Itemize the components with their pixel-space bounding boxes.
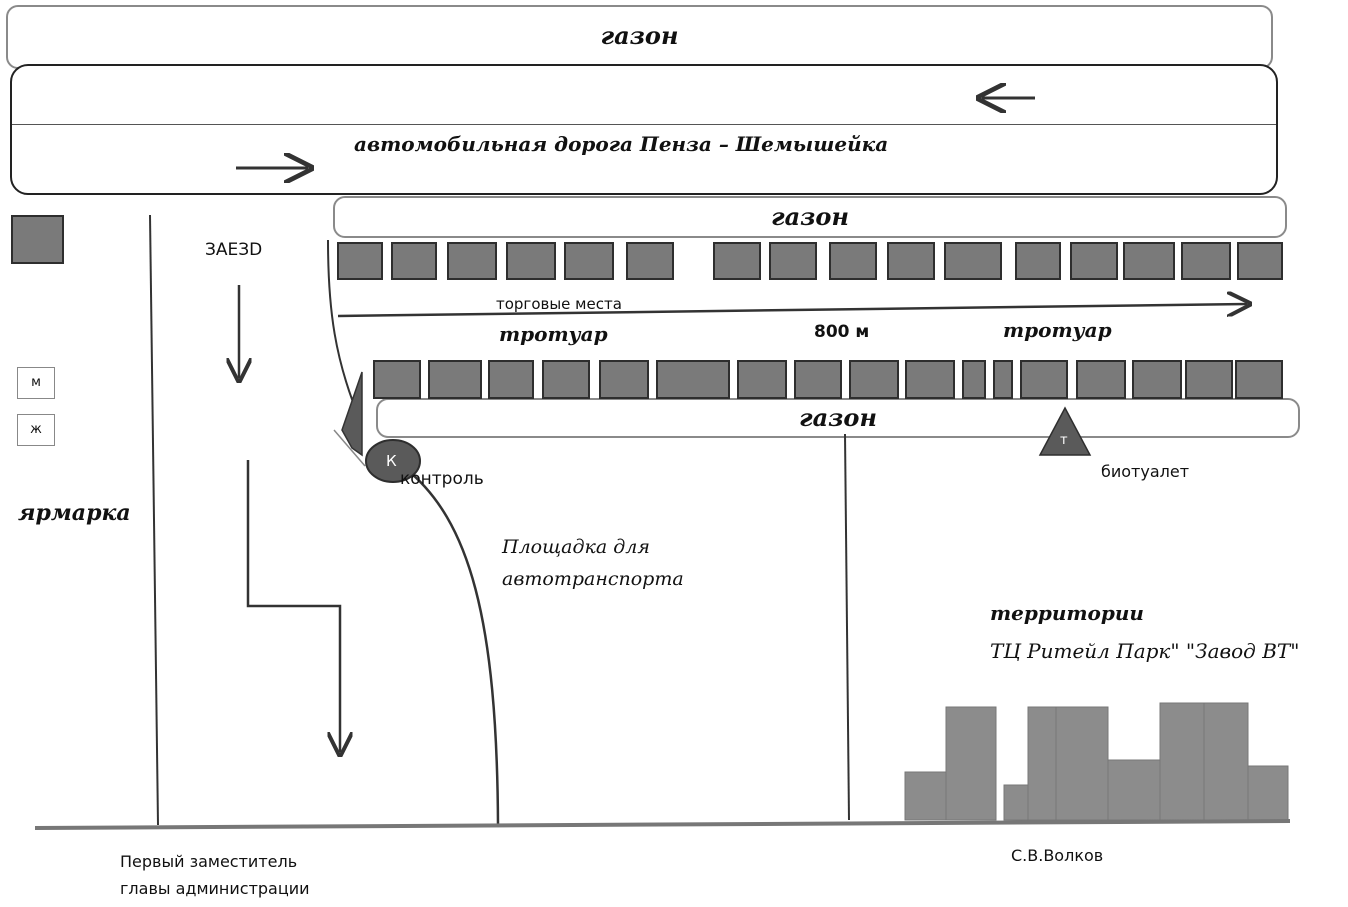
parking-label-line2: автотранспорта bbox=[502, 568, 684, 590]
stall-icon bbox=[488, 360, 534, 399]
entrance-label: ЗАЕЗD bbox=[205, 240, 263, 260]
fair-label: ярмарка bbox=[18, 500, 131, 526]
stall-icon bbox=[599, 360, 649, 399]
parking-curve-line bbox=[404, 467, 500, 826]
entrance-gate-icon bbox=[341, 371, 363, 457]
distance-label: 800 м bbox=[814, 322, 870, 342]
trade-arrow-icon bbox=[337, 304, 1247, 318]
stall-icon bbox=[1185, 360, 1233, 399]
lawn-top-strip: газон bbox=[6, 5, 1273, 69]
stall-icon bbox=[626, 242, 674, 280]
lawn-bottom-label: газон bbox=[799, 403, 877, 432]
stall-icon bbox=[506, 242, 556, 280]
stall-icon bbox=[713, 242, 761, 280]
toilet-w-box: ж bbox=[17, 414, 55, 446]
stalls-bottom-row bbox=[373, 360, 1283, 399]
entrance-curve-line bbox=[327, 239, 361, 421]
stall-icon bbox=[373, 360, 421, 399]
trade-places-label: торговые места bbox=[496, 295, 622, 313]
buildings-graphic bbox=[904, 702, 1289, 821]
road-label: автомобильная дорога Пенза – Шемышейка bbox=[354, 132, 889, 156]
toilet-w-label: ж bbox=[30, 422, 42, 437]
stall-icon bbox=[962, 360, 986, 399]
territory-names-label: ТЦ Ритейл Парк" "Завод ВТ" bbox=[990, 639, 1300, 663]
lawn-top-label: газон bbox=[600, 21, 679, 50]
biotoilet-marker-label: т bbox=[1060, 433, 1068, 448]
parking-label-line1: Площадка для bbox=[502, 536, 650, 558]
control-label: контроль bbox=[400, 469, 484, 489]
stall-icon bbox=[428, 360, 482, 399]
stall-icon bbox=[447, 242, 497, 280]
stall-icon bbox=[944, 242, 1002, 280]
stall-icon bbox=[656, 360, 730, 399]
legend-stall-icon bbox=[11, 215, 64, 264]
lawn-mid-strip: газон bbox=[333, 196, 1287, 238]
stall-icon bbox=[1235, 360, 1283, 399]
parking-boundary-line bbox=[844, 433, 850, 821]
stall-icon bbox=[993, 360, 1013, 399]
lawn-mid-label: газон bbox=[771, 202, 849, 231]
stall-icon bbox=[337, 242, 383, 280]
stall-icon bbox=[829, 242, 877, 280]
stall-icon bbox=[542, 360, 590, 399]
toilet-m-label: м bbox=[31, 375, 41, 390]
gate-outline bbox=[333, 429, 366, 467]
stall-icon bbox=[1123, 242, 1175, 280]
stall-icon bbox=[1181, 242, 1231, 280]
stall-icon bbox=[887, 242, 935, 280]
road-divider bbox=[12, 124, 1276, 125]
stall-icon bbox=[905, 360, 955, 399]
biotoilet-marker-icon bbox=[1038, 406, 1092, 456]
fair-boundary-line bbox=[149, 214, 159, 826]
stall-icon bbox=[769, 242, 817, 280]
toilet-m-box: м bbox=[17, 367, 55, 399]
lawn-bottom-strip: газон bbox=[376, 398, 1300, 438]
stall-icon bbox=[849, 360, 899, 399]
official-name: С.В.Волков bbox=[1011, 846, 1104, 865]
control-marker-icon bbox=[365, 439, 421, 483]
sidewalk-left-label: тротуар bbox=[499, 322, 608, 346]
stall-icon bbox=[1070, 242, 1118, 280]
road-strip: автомобильная дорога Пенза – Шемышейка bbox=[10, 64, 1278, 195]
biotoilet-label: биотуалет bbox=[1101, 462, 1190, 481]
route-arrow-icon bbox=[246, 460, 340, 752]
control-marker-label: К bbox=[386, 452, 397, 470]
sidewalk-right-label: тротуар bbox=[1003, 318, 1112, 342]
stall-icon bbox=[1076, 360, 1126, 399]
stall-icon bbox=[737, 360, 787, 399]
stall-icon bbox=[1237, 242, 1283, 280]
stall-icon bbox=[564, 242, 614, 280]
stall-icon bbox=[1020, 360, 1068, 399]
official-title-line2: главы администрации bbox=[120, 879, 310, 898]
stall-icon bbox=[391, 242, 437, 280]
stall-icon bbox=[1015, 242, 1061, 280]
territory-label: территории bbox=[990, 601, 1144, 625]
stall-icon bbox=[1132, 360, 1182, 399]
stalls-top-row bbox=[337, 242, 1283, 280]
ground-line bbox=[34, 819, 1291, 830]
official-title-line1: Первый заместитель bbox=[120, 852, 298, 871]
stall-icon bbox=[794, 360, 842, 399]
